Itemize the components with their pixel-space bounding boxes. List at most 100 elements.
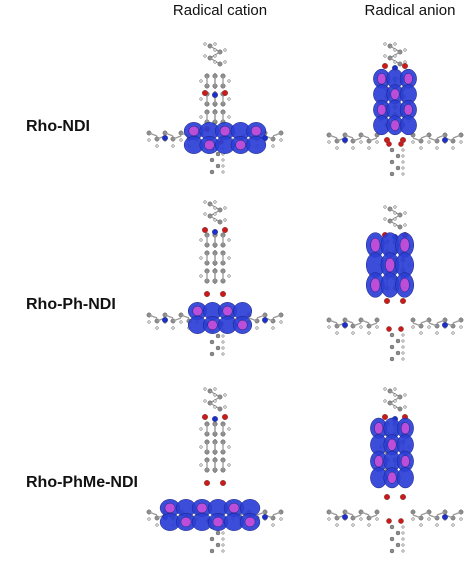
atom <box>393 48 397 52</box>
atom <box>327 517 331 521</box>
atom <box>221 334 225 338</box>
atom <box>221 90 228 97</box>
atom <box>271 326 275 330</box>
atom <box>441 321 448 328</box>
atom <box>213 399 217 403</box>
bond <box>412 322 422 327</box>
bond <box>256 511 266 516</box>
atom <box>427 517 431 521</box>
atom <box>389 159 395 165</box>
atom <box>227 256 231 260</box>
bond <box>412 137 422 142</box>
atom <box>203 399 207 403</box>
orbital-lobe <box>237 319 248 331</box>
atom <box>401 351 405 355</box>
atom <box>223 60 227 64</box>
bond <box>420 134 430 139</box>
atom <box>213 405 217 409</box>
atom <box>393 223 397 227</box>
atom <box>203 42 207 46</box>
atom <box>383 42 387 46</box>
atom <box>351 146 355 150</box>
orbital-lobe <box>196 502 208 514</box>
atom <box>389 344 395 350</box>
atom <box>393 211 397 215</box>
atom <box>199 445 203 449</box>
atom <box>209 157 215 163</box>
bond <box>452 319 462 324</box>
atom <box>398 518 404 524</box>
atom <box>203 387 207 391</box>
atom <box>401 160 405 164</box>
atom <box>213 218 217 222</box>
rho-ndi-radical-anion-orbital <box>320 36 470 211</box>
orbital-lobe <box>390 88 400 100</box>
bond <box>328 511 338 516</box>
atom <box>213 54 217 58</box>
atom <box>221 543 225 547</box>
atom <box>199 238 203 242</box>
atom <box>203 290 210 297</box>
atom <box>227 238 231 242</box>
bond <box>360 134 370 139</box>
atom <box>383 54 387 58</box>
atom <box>359 140 363 144</box>
molecule-render-rho-phme-ndi-anion <box>326 387 464 554</box>
atom <box>261 513 268 520</box>
atom <box>215 530 221 536</box>
atom <box>271 144 275 148</box>
atom <box>403 60 407 64</box>
atom <box>451 146 455 150</box>
atom <box>199 115 203 119</box>
atom <box>403 223 407 227</box>
atom <box>393 54 397 58</box>
row-label-rho-ndi: Rho-NDI <box>26 118 90 135</box>
atom <box>419 331 423 335</box>
atom <box>401 345 405 349</box>
bond <box>452 134 462 139</box>
atom <box>399 297 406 304</box>
atom <box>213 42 217 46</box>
atom <box>399 493 406 500</box>
atom <box>398 141 404 147</box>
atom <box>395 542 401 548</box>
atom <box>342 513 349 520</box>
atom <box>451 331 455 335</box>
bond <box>420 319 430 324</box>
atom <box>213 200 217 204</box>
bond <box>344 511 354 516</box>
atom <box>203 200 207 204</box>
atom <box>435 523 439 527</box>
atom <box>213 393 217 397</box>
atom <box>327 325 331 329</box>
atom <box>171 326 175 330</box>
atom <box>223 393 227 397</box>
atom <box>441 136 448 143</box>
atom <box>223 405 227 409</box>
orbital-lobe <box>180 516 192 528</box>
atom <box>213 48 217 52</box>
orbital-lobe <box>222 305 233 317</box>
atom <box>419 523 423 527</box>
atom <box>219 290 226 297</box>
atom <box>221 414 228 421</box>
atom <box>375 325 379 329</box>
atom <box>397 406 403 412</box>
atom <box>213 212 217 216</box>
atom <box>155 523 159 527</box>
atom <box>227 445 231 449</box>
bond <box>412 514 422 519</box>
atom <box>395 350 401 356</box>
atom <box>441 513 448 520</box>
atom <box>155 144 159 148</box>
atom <box>374 509 380 515</box>
bond <box>436 134 446 139</box>
atom <box>401 339 405 343</box>
orbital-lobe <box>370 237 381 253</box>
atom <box>411 517 415 521</box>
orbital-lobe <box>374 455 384 468</box>
atom <box>255 326 259 330</box>
atom <box>199 463 203 467</box>
atom <box>398 326 404 332</box>
bond <box>148 132 158 137</box>
